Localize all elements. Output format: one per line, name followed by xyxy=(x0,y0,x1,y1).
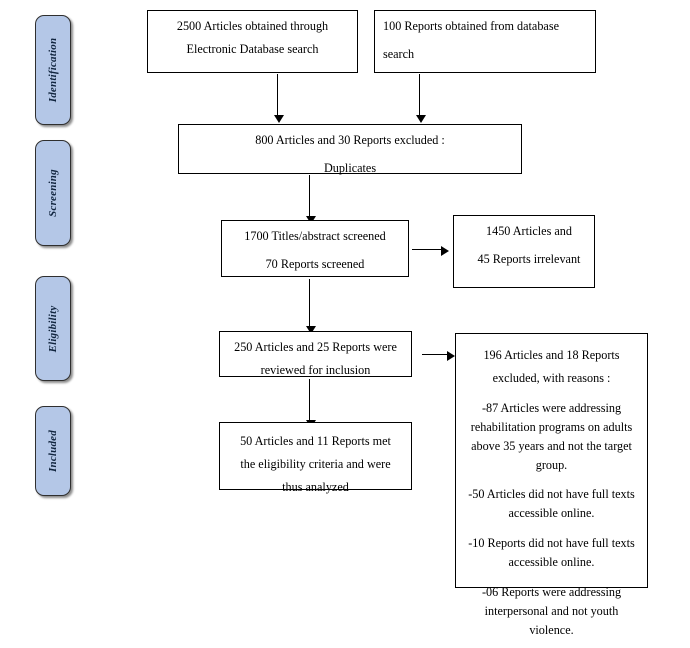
phase-label-identification: Identification xyxy=(47,37,59,103)
box-screened-line1: 1700 Titles/abstract screened xyxy=(244,229,386,243)
connector-reports-to-duplicates xyxy=(415,74,426,123)
excluded-reason-3: -10 Reports did not have full texts acce… xyxy=(468,536,635,570)
box-excluded-with-reasons: 196 Articles and 18 Reports excluded, wi… xyxy=(455,333,648,637)
excluded-heading-line1: 196 Articles and 18 Reports xyxy=(483,348,620,362)
connector-reviewed-to-excluded xyxy=(422,350,455,361)
excluded-reason-1: -87 Articles were addressing rehabilitat… xyxy=(470,400,633,472)
box-included-analyzed: 50 Articles and 11 Reports met the eligi… xyxy=(219,422,412,494)
excluded-reason-2: -50 Articles did not have full texts acc… xyxy=(468,487,635,521)
box-duplicates-excluded: 800 Articles and 30 Reports excluded : D… xyxy=(178,124,522,175)
box-database-reports-line1: 100 Reports obtained from database xyxy=(383,19,559,33)
prisma-flow-diagram: Identification Screening Eligibility Inc… xyxy=(35,10,648,637)
connector-screened-to-irrelevant xyxy=(412,245,449,256)
phase-pill-included: Included xyxy=(35,406,71,496)
box-included-line2: the eligibility criteria and were xyxy=(240,456,391,471)
box-duplicates-excluded-line2: Duplicates xyxy=(323,160,377,175)
box-included-line3: thus analyzed xyxy=(282,479,349,494)
box-duplicates-excluded-line1: 800 Articles and 30 Reports excluded : xyxy=(255,133,445,147)
phase-label-included: Included xyxy=(47,430,59,472)
phase-label-screening: Screening xyxy=(47,169,59,217)
box-reviewed-line1: 250 Articles and 25 Reports were xyxy=(234,340,397,354)
box-database-articles: 2500 Articles obtained through Electroni… xyxy=(147,10,358,73)
connector-screened-to-reviewed xyxy=(305,279,316,334)
box-database-articles-line1: 2500 Articles obtained through xyxy=(176,19,329,33)
phase-pill-eligibility: Eligibility xyxy=(35,276,71,381)
box-irrelevant-line1: 1450 Articles and xyxy=(486,224,572,238)
box-included-line1: 50 Articles and 11 Reports met xyxy=(240,434,391,448)
box-irrelevant-line2: 45 Reports irrelevant xyxy=(477,251,581,266)
box-reviewed-line2: reviewed for inclusion xyxy=(260,362,371,377)
excluded-reason-4: -06 Reports were addressing interpersona… xyxy=(481,585,622,637)
phase-pill-screening: Screening xyxy=(35,140,71,246)
box-reviewed-for-inclusion: 250 Articles and 25 Reports were reviewe… xyxy=(219,331,412,377)
connector-articles-to-duplicates xyxy=(273,74,284,123)
box-database-reports-line2: search xyxy=(383,46,415,61)
connector-duplicates-to-screened xyxy=(305,175,316,224)
excluded-heading-line2: excluded, with reasons : xyxy=(492,370,611,385)
box-irrelevant: 1450 Articles and 45 Reports irrelevant xyxy=(453,215,595,288)
phase-label-eligibility: Eligibility xyxy=(47,305,59,352)
box-screened-line2: 70 Reports screened xyxy=(265,256,365,271)
box-database-reports: 100 Reports obtained from database searc… xyxy=(374,10,596,73)
box-screened: 1700 Titles/abstract screened 70 Reports… xyxy=(221,220,409,277)
connector-reviewed-to-included xyxy=(305,379,316,428)
phase-pill-identification: Identification xyxy=(35,15,71,125)
box-database-articles-line2: Electronic Database search xyxy=(186,41,319,56)
